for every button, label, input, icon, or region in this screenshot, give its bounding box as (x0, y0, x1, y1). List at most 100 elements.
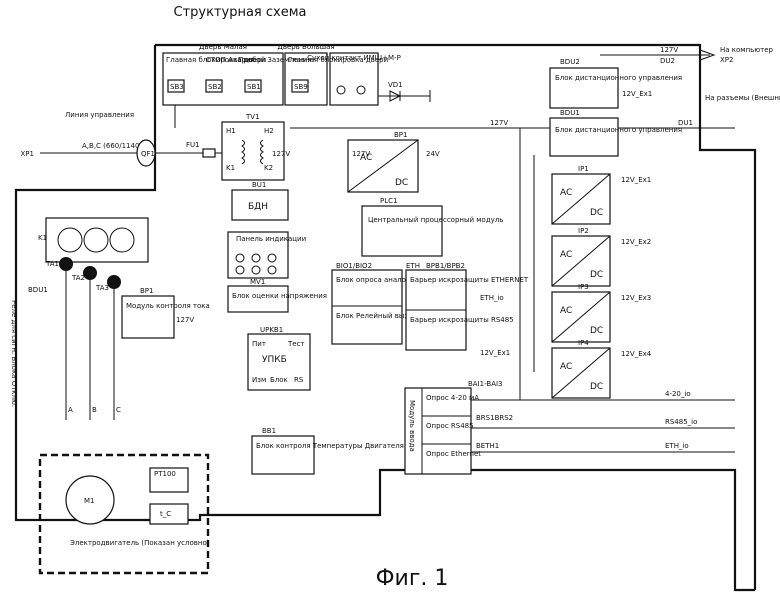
bdu2-code: BDU2 (560, 58, 580, 66)
tv1-out-label: 127V (272, 150, 290, 158)
phases-label: A,B,C (660/1140) (82, 142, 142, 150)
output-rs485: RS485_io (665, 418, 697, 426)
barrier-rs-label: Барьер искрозащиты RS485 (410, 316, 514, 324)
tv1-label: TV1 (245, 113, 260, 121)
motor-m1: M1 (84, 497, 95, 505)
bdu1-code: BDU1 (560, 109, 580, 117)
ip3-net: 12V_Ex3 (621, 294, 651, 302)
bdu1-box (550, 118, 618, 156)
ta3-label: TA3 (95, 284, 109, 292)
ip4-code: IP4 (578, 339, 589, 347)
big-door-label: Дверь Большая (277, 43, 334, 51)
control-line-label: Линия управления (65, 111, 134, 119)
upkb-code: UPKB1 (260, 326, 283, 334)
motor-label: Электродвигатель (Показан условно) (70, 539, 210, 547)
bdu2-label: Блок дистанционного управления (555, 74, 682, 82)
bus-127v-label: 127V (490, 119, 508, 127)
k1-label: K1 (38, 234, 47, 242)
h2-label: H2 (264, 127, 274, 135)
upkb-label: УПКБ (262, 355, 287, 365)
fu1-fuse (203, 149, 215, 157)
bio-code: BIO1/BIO2 (336, 262, 372, 270)
ta1-label: TA1 (45, 260, 59, 268)
k1-contactor (46, 218, 148, 262)
upkb-cell-5: RS (294, 376, 304, 384)
computer-127v-label: 127V (660, 46, 678, 54)
phase-c: C (116, 406, 121, 414)
ip4-net: 12V_Ex4 (621, 350, 652, 358)
ip2-code: IP2 (578, 227, 589, 235)
tc-label: t_C (160, 510, 171, 518)
bp1-top-code: BP1 (394, 131, 407, 139)
bai-beth: BETH1 (476, 442, 499, 450)
ip-bus-lines (520, 128, 534, 400)
bai-brs: BRS1BRS2 (476, 414, 513, 422)
bdn-label: БДН (248, 202, 268, 212)
relay-side-text: Реле для сигн. Блока Отклю. (10, 300, 18, 407)
bdn-code: BU1 (252, 181, 266, 189)
phase-a: A (68, 406, 73, 414)
barrier-eth: ETH (406, 262, 420, 270)
ta2-label: TA2 (71, 274, 85, 282)
bai-row-2: Опрос RS485 (426, 422, 474, 430)
figure-caption: Фиг. 1 (376, 566, 449, 591)
current-label: Модуль контроля тока (126, 302, 210, 310)
bai-side-label: Модуль ввода (408, 400, 416, 452)
ip2-ac: AC (560, 250, 572, 260)
bb1-code: BB1 (262, 427, 276, 435)
pt100-label: PT100 (154, 470, 176, 478)
qf1-label: QF1 (141, 150, 155, 158)
bp1-in: 127V (352, 150, 370, 158)
upkb-cell-1: Пит (252, 340, 266, 348)
ip3-dc: DC (590, 326, 603, 336)
bp1-out: 24V (426, 150, 440, 158)
ip1-code: IP1 (578, 165, 589, 173)
fu1-label: FU1 (186, 141, 200, 149)
plc-label: Центральный процессорный модуль (368, 216, 503, 224)
bb1-label: Блок контроля Температуры Двигателя (256, 442, 404, 450)
output-lines (471, 400, 735, 452)
bai-row-3: Опрос Ethernet (426, 450, 481, 458)
sb3-code: SB3 (170, 83, 184, 91)
xp2-label: XP2 (720, 56, 733, 64)
diagram-title: Структурная схема (174, 5, 307, 20)
ip3-ac: AC (560, 306, 572, 316)
ip4-ac: AC (560, 362, 572, 372)
upkb-cell-2: Тест (287, 340, 305, 348)
k2-label: K2 (264, 164, 273, 172)
ip1-ac: AC (560, 188, 572, 198)
ip4-dc: DC (590, 382, 603, 392)
bai-row-1: Опрос 4-20 мА (426, 394, 479, 402)
current-volt: 127V (176, 316, 194, 324)
ip2-dc: DC (590, 270, 603, 280)
sb1-code: SB1 (247, 83, 261, 91)
k1-tv-label: K1 (226, 164, 235, 172)
small-door-label: Дверь Малая (199, 43, 247, 51)
barrier-code: BPB1/BPB2 (426, 262, 465, 270)
sb9-code: SB9 (294, 83, 308, 91)
vd1-label: VD1 (388, 81, 403, 89)
to-computer-label: На компьютер (720, 46, 774, 54)
bai-code: BAI1-BAI3 (468, 380, 503, 388)
ip3-code: IP3 (578, 283, 589, 291)
upkb-cell-4: Блок (270, 376, 288, 384)
plc-code: PLC1 (380, 197, 397, 205)
barrier-net12: 12V_Ex1 (480, 349, 510, 357)
h1-label: H1 (226, 127, 236, 135)
du2-label: DU2 (660, 57, 675, 65)
mv1-code: MV1 (250, 278, 265, 286)
bdu-side-label: BDU1 (28, 286, 48, 294)
barrier-eth-label: Барьер искрозащиты ETHERNET (410, 276, 529, 284)
barrier-eth-io: ETH_io (480, 294, 504, 302)
phase-b: B (92, 406, 97, 414)
mv1-label: Блок оценки напряжения (232, 292, 327, 300)
output-eth: ETH_io (665, 442, 689, 450)
ip2-net: 12V_Ex2 (621, 238, 651, 246)
current-code: BP1 (140, 287, 153, 295)
door-item-4-label: Главная блокировка двери (288, 56, 388, 64)
sb2-code: SB2 (208, 83, 222, 91)
bdu1-label: Блок дистанционного управления (555, 126, 682, 134)
ip1-net: 12V_Ex1 (621, 176, 651, 184)
ip1-dc: DC (590, 208, 603, 218)
